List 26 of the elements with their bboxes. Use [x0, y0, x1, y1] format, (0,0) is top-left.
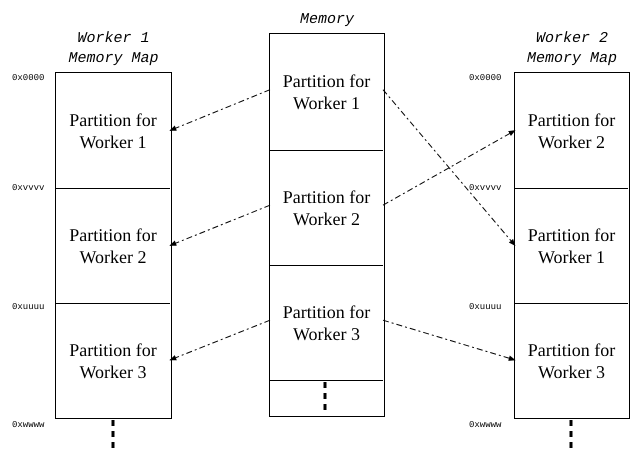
partition-label: Partition for Worker 2 — [68, 224, 158, 268]
address-label: 0xwwww — [469, 419, 502, 431]
partition-label: Partition for Worker 3 — [68, 338, 158, 382]
partition-label: Partition for Worker 3 — [282, 301, 372, 345]
column-heading: Memory — [298, 10, 356, 30]
address-label: 0x0000 — [12, 72, 44, 84]
address-label: 0xvvvv — [469, 182, 502, 194]
partition-label: Partition for Worker 2 — [526, 108, 616, 152]
arrow — [169, 89, 270, 131]
arrow — [169, 204, 270, 246]
arrow — [382, 130, 516, 206]
address-label: 0xuuuu — [469, 301, 502, 313]
column-heading: Worker 1 Memory Map — [67, 29, 160, 69]
partition-label: Partition for Worker 3 — [526, 338, 616, 382]
partition-label: Partition for Worker 1 — [282, 70, 372, 114]
column-heading: Worker 2 Memory Map — [526, 29, 618, 69]
arrow — [382, 320, 516, 361]
arrow — [382, 89, 516, 246]
address-label: 0xuuuu — [12, 301, 44, 313]
arrow — [169, 320, 270, 360]
address-label: 0xwwww — [12, 419, 44, 431]
address-label: 0x0000 — [469, 72, 502, 84]
address-label: 0xvvvv — [12, 182, 44, 194]
partition-label: Partition for Worker 2 — [282, 186, 372, 230]
partition-label: Partition for Worker 1 — [526, 224, 616, 268]
partition-label: Partition for Worker 1 — [68, 108, 158, 152]
